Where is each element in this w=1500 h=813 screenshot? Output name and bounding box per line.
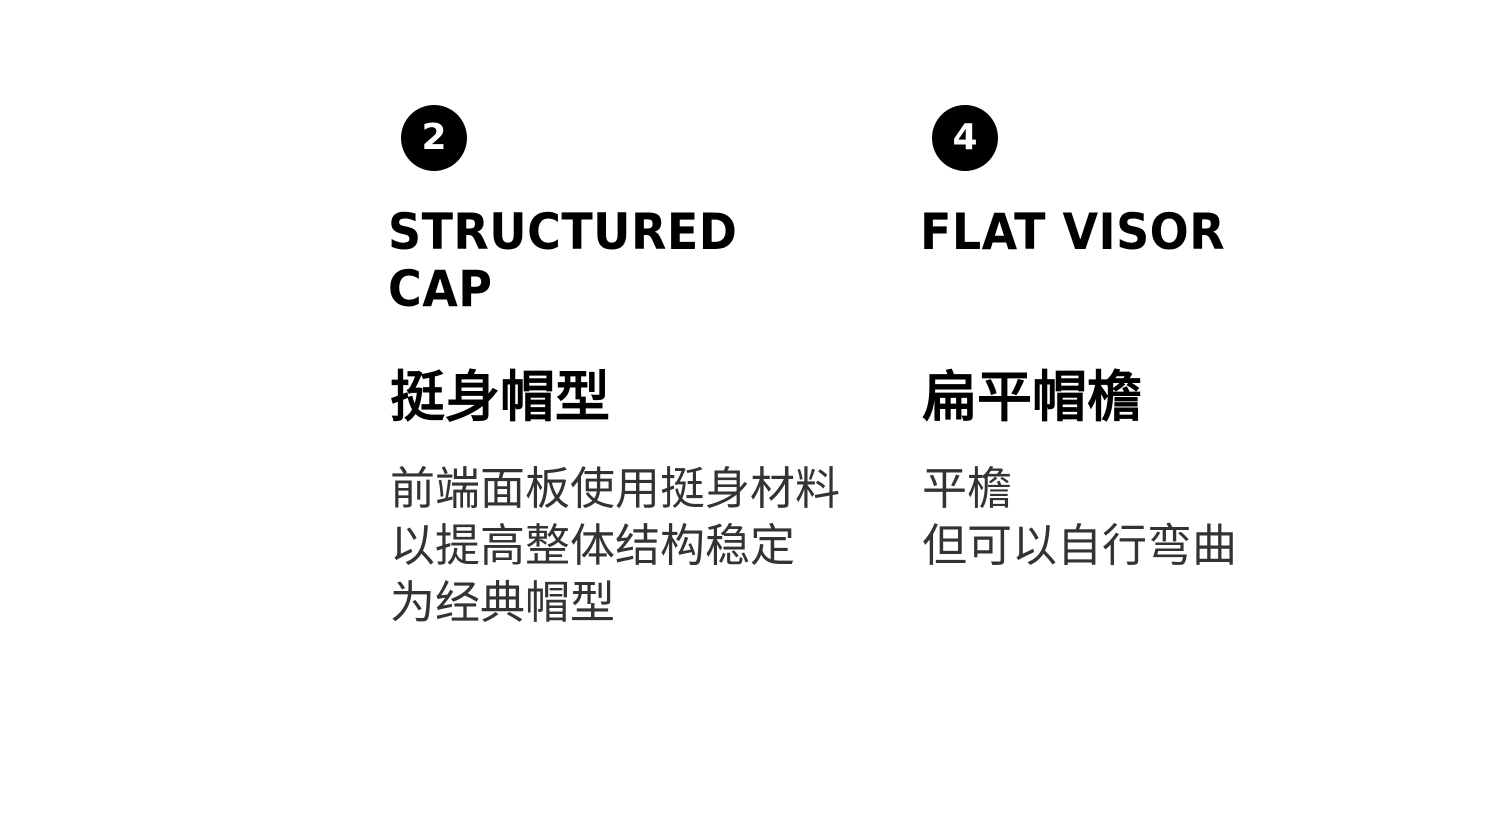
description-line: 以提高整体结构稳定 (390, 519, 796, 572)
feature-title-en: STRUCTURED CAP (388, 204, 737, 318)
feature-title-zh: 挺身帽型 (390, 365, 611, 429)
description-line: 为经典帽型 (390, 576, 616, 629)
feature-title-en-line: STRUCTURED (388, 203, 738, 261)
feature-title-en: FLAT VISOR (920, 204, 1225, 261)
description-line: 平檐 (922, 462, 1013, 515)
feature-title-en-line: CAP (388, 260, 493, 318)
feature-description: 前端面板使用挺身材料 以提高整体结构稳定 为经典帽型 (390, 460, 840, 631)
feature-description: 平檐 但可以自行弯曲 (922, 460, 1237, 574)
description-line: 但可以自行弯曲 (922, 519, 1238, 572)
number-badge: 2 (401, 105, 467, 171)
description-line: 前端面板使用挺身材料 (390, 462, 841, 515)
number-badge: 4 (932, 105, 998, 171)
feature-title-zh: 扁平帽檐 (922, 365, 1143, 429)
feature-title-en-line: FLAT VISOR (920, 203, 1226, 261)
